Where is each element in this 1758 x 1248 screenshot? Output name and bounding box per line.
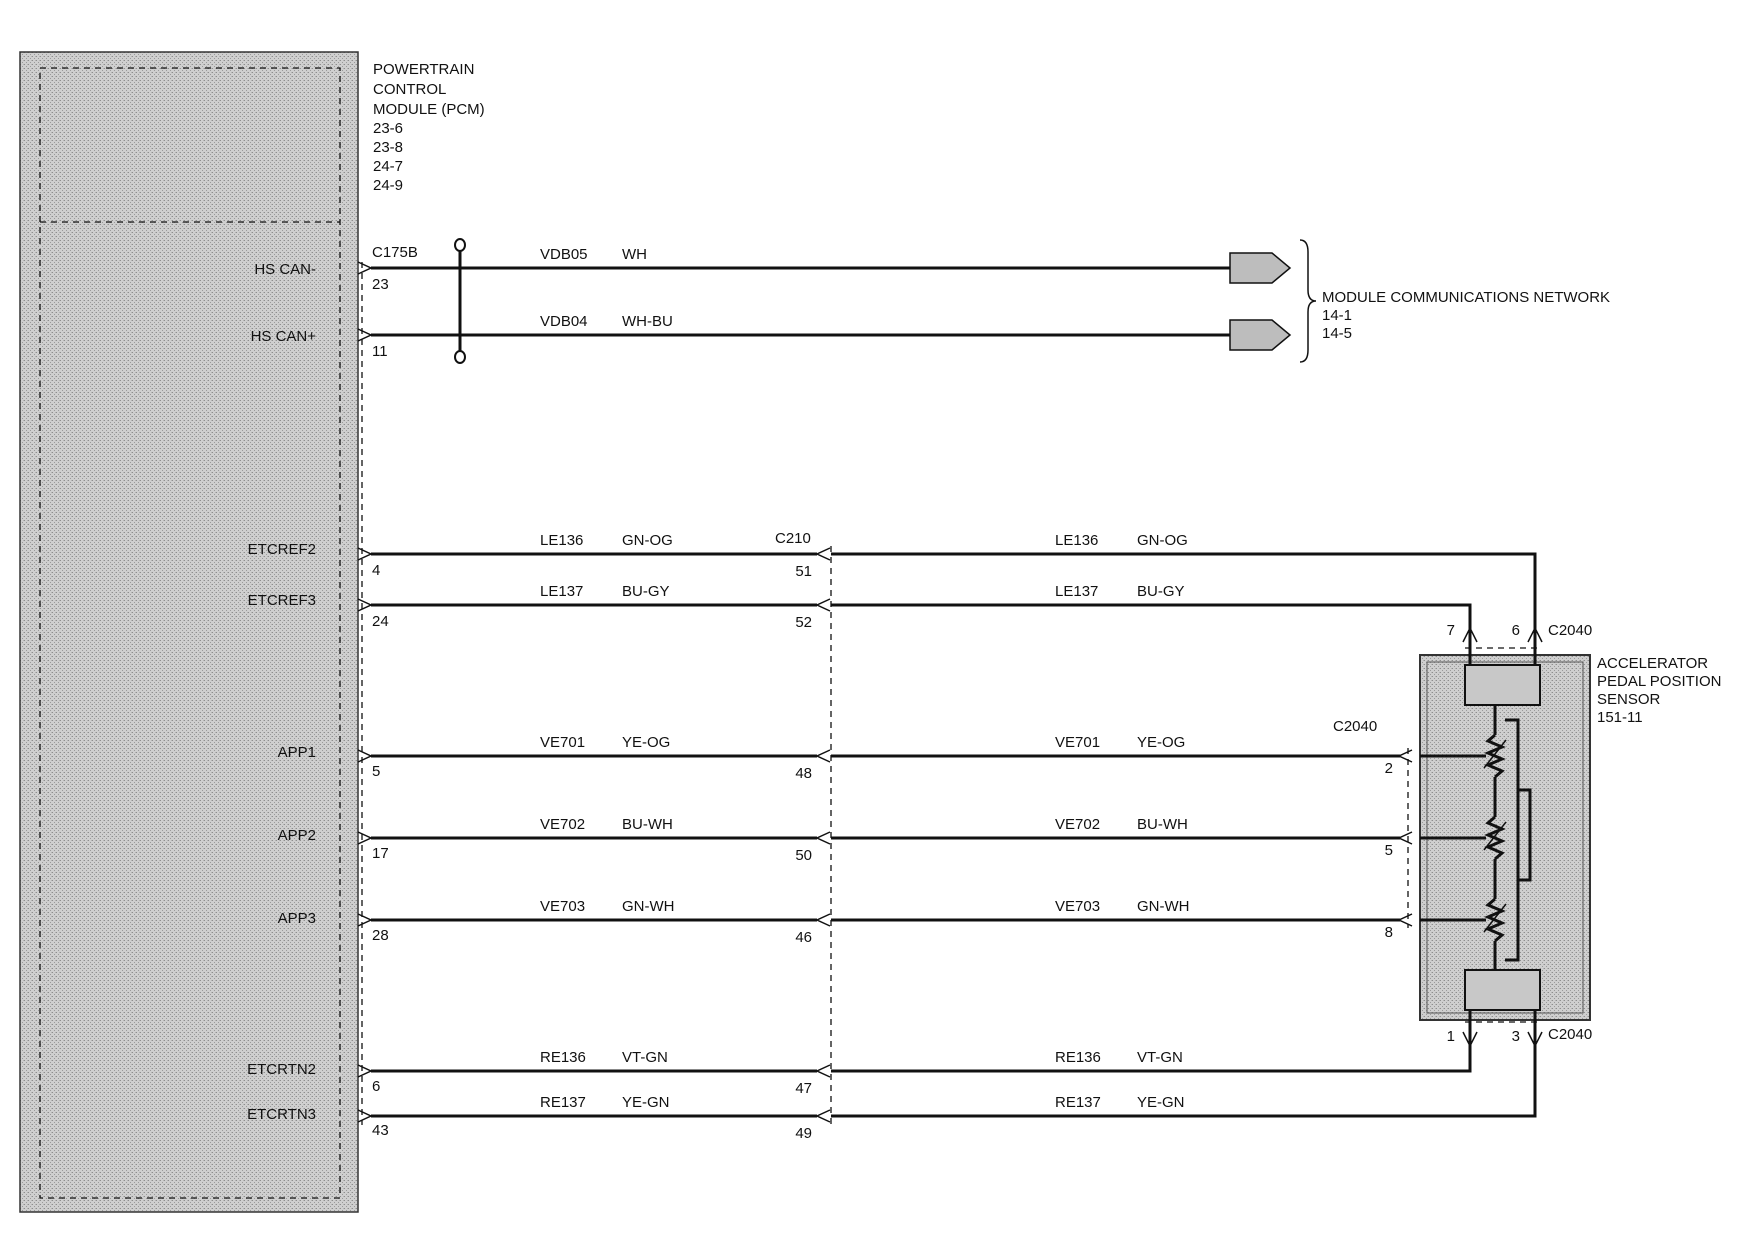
sensor-pin-6: 6: [1512, 622, 1520, 639]
twisted-pair-symbol: [454, 238, 466, 364]
pcm-signal-hs-can-plus: HS CAN+: [251, 328, 317, 345]
sensor-pin-8: 8: [1385, 924, 1393, 941]
sensor-connector-bottom: C2040: [1548, 1026, 1592, 1043]
wire-le137-circuit-2: LE137: [1055, 583, 1098, 600]
pcm-module: [19, 51, 359, 1213]
wire-vdb05-circuit: VDB05: [540, 246, 588, 263]
pcm-pin-43: 43: [372, 1122, 389, 1139]
pcm-signal-hs-can-minus: HS CAN-: [254, 261, 316, 278]
sensor-pin-3: 3: [1512, 1028, 1520, 1045]
pcm-title: POWERTRAIN CONTROL MODULE (PCM) 23-6 23-…: [373, 61, 489, 194]
c210-pin-51: 51: [795, 563, 812, 580]
wire-ve701-circuit: VE701: [540, 734, 585, 751]
wire-le136-color: GN-OG: [622, 532, 673, 549]
wire-ve703-color-2: GN-WH: [1137, 898, 1190, 915]
wire-re137-circuit: RE137: [540, 1094, 586, 1111]
sensor-title: ACCELERATOR PEDAL POSITION SENSOR 151-11: [1597, 655, 1726, 726]
c210-pin-46: 46: [795, 929, 812, 946]
wire-le137-circuit: LE137: [540, 583, 583, 600]
wire-le136-circuit: LE136: [540, 532, 583, 549]
wire-ve703-circuit-2: VE703: [1055, 898, 1100, 915]
pcm-signal-app3: APP3: [278, 910, 316, 927]
sensor-connector-top: C2040: [1548, 622, 1592, 639]
sensor-potentiometers: [1420, 705, 1532, 970]
wire-vdb04-color: WH-BU: [622, 313, 673, 330]
wire-re137-color: YE-GN: [622, 1094, 670, 1111]
wire-le137-color-2: BU-GY: [1137, 583, 1185, 600]
sensor-pin-2: 2: [1385, 760, 1393, 777]
c210-pin-48: 48: [795, 765, 812, 782]
network-ref-2: 14-5: [1322, 325, 1352, 342]
pcm-pin-5: 5: [372, 763, 380, 780]
wire-ve702-circuit-2: VE702: [1055, 816, 1100, 833]
pcm-pin-17: 17: [372, 845, 389, 862]
pcm-pin-11: 11: [372, 343, 388, 360]
pcm-pin-23: 23: [372, 276, 389, 293]
pcm-signal-app1: APP1: [278, 744, 316, 761]
wire-re137-color-2: YE-GN: [1137, 1094, 1185, 1111]
sensor-pin-arrows: [1397, 626, 1543, 1048]
c210-pin-47: 47: [795, 1080, 812, 1097]
pcm-connector-label: C175B: [372, 244, 418, 261]
pcm-signal-etcrtn2: ETCRTN2: [247, 1061, 316, 1078]
c210-pin-arrows: [815, 547, 831, 1123]
wire-vdb04-circuit: VDB04: [540, 313, 588, 330]
wire-ve701-color-2: YE-OG: [1137, 734, 1185, 751]
wire-re137-circuit-2: RE137: [1055, 1094, 1101, 1111]
wire-ve702-circuit: VE702: [540, 816, 585, 833]
wire-re136-color-2: VT-GN: [1137, 1049, 1183, 1066]
network-reference-flags: [1229, 239, 1317, 363]
wire-le136-circuit-2: LE136: [1055, 532, 1098, 549]
wire-ve702-color: BU-WH: [622, 816, 673, 833]
c210-label: C210: [775, 530, 811, 547]
wire-re136-circuit-2: RE136: [1055, 1049, 1101, 1066]
wire-le136-color-2: GN-OG: [1137, 532, 1188, 549]
wire-re136-color: VT-GN: [622, 1049, 668, 1066]
wire-ve701-circuit-2: VE701: [1055, 734, 1100, 751]
pcm-pin-24: 24: [372, 613, 389, 630]
pcm-pin-6: 6: [372, 1078, 380, 1095]
sensor-housing: [1407, 647, 1591, 1023]
c210-pin-52: 52: [795, 614, 812, 631]
pcm-pin-arrows: [357, 261, 373, 1123]
pcm-signal-etcref2: ETCREF2: [248, 541, 316, 558]
wire-vdb05-color: WH: [622, 246, 647, 263]
sensor-pin-7: 7: [1447, 622, 1455, 639]
c210-pin-50: 50: [795, 847, 812, 864]
sensor-connector-mid: C2040: [1333, 718, 1377, 735]
pcm-pin-28: 28: [372, 927, 389, 944]
wire-ve701-color: YE-OG: [622, 734, 670, 751]
pcm-signal-app2: APP2: [278, 827, 316, 844]
pcm-signal-etcrtn3: ETCRTN3: [247, 1106, 316, 1123]
pcm-signal-etcref3: ETCREF3: [248, 592, 316, 609]
c210-pin-49: 49: [795, 1125, 812, 1142]
sensor-pin-5: 5: [1385, 842, 1393, 859]
network-title: MODULE COMMUNICATIONS NETWORK: [1322, 289, 1610, 306]
pcm-side-wires: [371, 552, 817, 1118]
network-ref-1: 14-1: [1322, 307, 1352, 324]
wire-ve702-color-2: BU-WH: [1137, 816, 1188, 833]
wire-re136-circuit: RE136: [540, 1049, 586, 1066]
pcm-pin-4: 4: [372, 562, 380, 579]
sensor-pin-1: 1: [1447, 1028, 1455, 1045]
wire-le137-color: BU-GY: [622, 583, 670, 600]
wire-ve703-color: GN-WH: [622, 898, 675, 915]
wire-ve703-circuit: VE703: [540, 898, 585, 915]
